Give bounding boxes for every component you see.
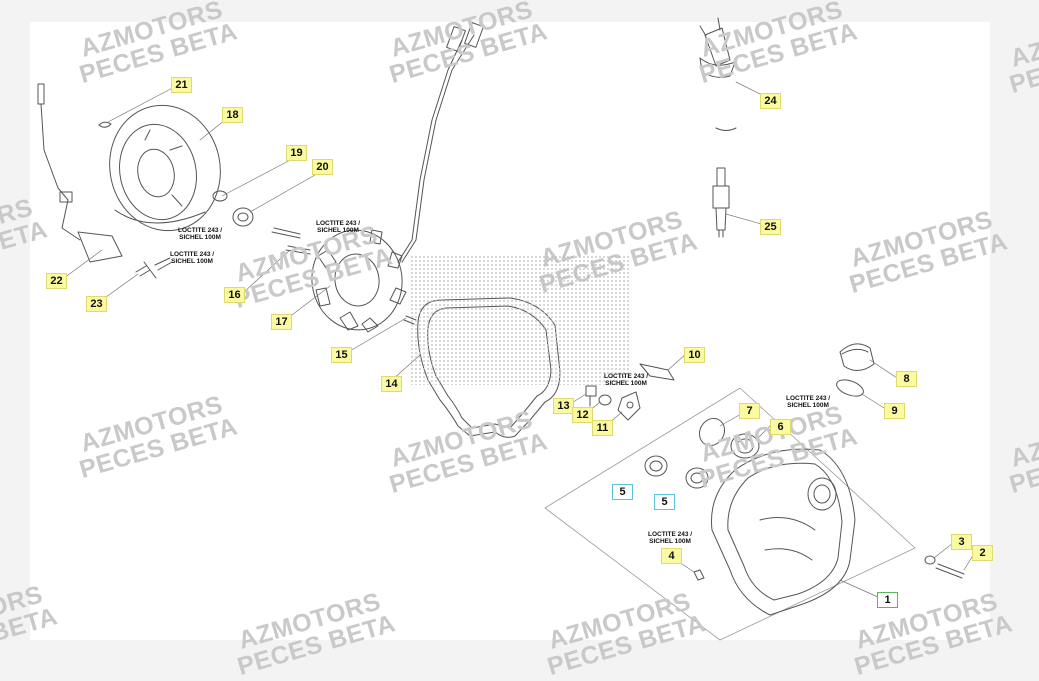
sensor-clip xyxy=(639,363,675,381)
oil-plug-oring xyxy=(836,379,864,397)
spark-plug-washer xyxy=(715,127,737,131)
callout-12[interactable]: 12 xyxy=(572,407,593,423)
loctite-note-line1: LOCTITE 243 / xyxy=(178,227,223,234)
sensor-bracket xyxy=(617,391,641,421)
callout-4[interactable]: 4 xyxy=(661,548,682,564)
loctite-note-line2: SICHEL 100M xyxy=(605,380,647,387)
woodruff-key xyxy=(98,121,112,128)
loctite-note-line2: SICHEL 100M xyxy=(317,227,359,234)
oil-filler-plug xyxy=(839,343,875,371)
stator-screws xyxy=(271,227,311,255)
stator-cable xyxy=(397,22,484,263)
callout-15[interactable]: 15 xyxy=(331,347,352,363)
pickup-screws xyxy=(135,257,173,279)
callout-5[interactable]: 5 xyxy=(612,484,633,500)
callout-21[interactable]: 21 xyxy=(171,77,192,93)
stator xyxy=(311,229,407,333)
spark-plug-cap xyxy=(699,17,736,78)
cover-screw xyxy=(935,563,965,579)
flywheel xyxy=(109,104,221,232)
callout-10[interactable]: 10 xyxy=(684,347,705,363)
callout-19[interactable]: 19 xyxy=(286,145,307,161)
callout-6[interactable]: 6 xyxy=(770,419,791,435)
exploded-parts-drawing xyxy=(37,17,976,641)
cover-washer xyxy=(924,555,936,565)
callout-11[interactable]: 11 xyxy=(592,420,613,436)
ignition-cover xyxy=(710,448,856,616)
loctite-note-line2: SICHEL 100M xyxy=(171,258,213,265)
callout-1[interactable]: 1 xyxy=(877,592,898,608)
cover-dowel xyxy=(693,569,705,581)
spark-plug xyxy=(712,167,730,238)
callout-14[interactable]: 14 xyxy=(381,376,402,392)
loctite-note: LOCTITE 243 / SICHEL 100M xyxy=(786,395,830,409)
callout-8[interactable]: 8 xyxy=(896,371,917,387)
callout-7[interactable]: 7 xyxy=(739,403,760,419)
loctite-note: LOCTITE 243 / SICHEL 100M xyxy=(178,227,222,241)
pickup-sensor xyxy=(37,83,123,263)
shaft-seal xyxy=(730,433,760,459)
sensor-screw xyxy=(585,385,597,407)
bearing-right xyxy=(685,467,709,489)
loctite-note-line1: LOCTITE 243 / xyxy=(316,220,361,227)
kit-outline xyxy=(544,387,916,641)
bearing-left xyxy=(644,455,668,477)
loctite-note-line1: LOCTITE 243 / xyxy=(604,373,649,380)
callout-20[interactable]: 20 xyxy=(312,159,333,175)
sensor-washer xyxy=(598,394,612,406)
loctite-note-line2: SICHEL 100M xyxy=(649,538,691,545)
loctite-note: LOCTITE 243 / SICHEL 100M xyxy=(170,251,214,265)
callout-24[interactable]: 24 xyxy=(760,93,781,109)
loctite-note-line1: LOCTITE 243 / xyxy=(170,251,215,258)
loctite-note-line2: SICHEL 100M xyxy=(179,234,221,241)
callout-25[interactable]: 25 xyxy=(760,219,781,235)
callout-23[interactable]: 23 xyxy=(86,296,107,312)
callout-18[interactable]: 18 xyxy=(222,107,243,123)
loctite-note-line2: SICHEL 100M xyxy=(787,402,829,409)
callout-3[interactable]: 3 xyxy=(951,534,972,550)
loctite-note: LOCTITE 243 / SICHEL 100M xyxy=(316,220,360,234)
callout-2[interactable]: 2 xyxy=(972,545,993,561)
callout-13[interactable]: 13 xyxy=(553,398,574,414)
loctite-note: LOCTITE 243 / SICHEL 100M xyxy=(604,373,648,387)
callout-5[interactable]: 5 xyxy=(654,494,675,510)
flywheel-washer xyxy=(212,190,228,202)
loctite-note: LOCTITE 243 / SICHEL 100M xyxy=(648,531,692,545)
flywheel-nut xyxy=(232,207,254,227)
loctite-note-line1: LOCTITE 243 / xyxy=(786,395,831,402)
cover-oring xyxy=(698,417,726,447)
loctite-note-line1: LOCTITE 243 / xyxy=(648,531,693,538)
callout-17[interactable]: 17 xyxy=(271,314,292,330)
callout-16[interactable]: 16 xyxy=(224,287,245,303)
callout-22[interactable]: 22 xyxy=(46,273,67,289)
dotted-logo-watermark xyxy=(410,255,630,385)
callout-9[interactable]: 9 xyxy=(884,403,905,419)
